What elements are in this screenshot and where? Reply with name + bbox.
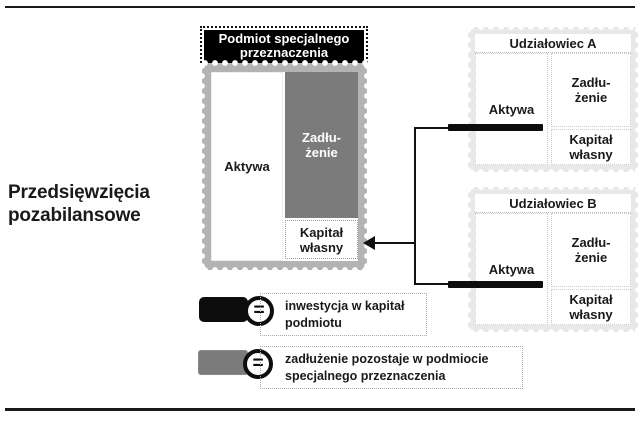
equals-icon: = [243,349,273,379]
equals-icon: = [244,296,274,326]
perforation-edge [465,25,471,174]
shareholder-a-equity-section: Kapitał własny [551,129,631,165]
bottom-rule [5,408,635,411]
spe-assets-section: Aktywa [211,72,283,261]
shareholder-b-assets-label: Aktywa [488,261,535,277]
perforation-edge [635,25,640,174]
top-rule [5,6,635,8]
legend-label-investment: inwestycja w kapitał podmiotu [260,293,427,336]
legend-swatch-investment [199,297,248,322]
shareholder-b-assets-section: Aktywa [475,213,548,325]
shareholder-a-debt-label: Zadłu- żenie [571,75,611,105]
shareholder-b-equity-label: Kapitał własny [569,292,613,322]
page-title-line: Przedsięwzięcia [8,182,150,203]
equity-investment-arrow [374,242,416,244]
shareholder-a-box: Udziałowiec A Aktywa Zadłu- żenie Kapita… [465,24,640,175]
page-title-line: pozabilansowe [8,205,141,226]
shareholder-a-equity-label: Kapitał własny [569,132,613,162]
perforation-edge [466,24,640,30]
investment-bar-b [448,281,543,288]
connector-line-to-b [414,283,450,285]
shareholder-a-title: Udziałowiec A [475,34,631,53]
perforation-edge [466,329,640,335]
spe-box: Aktywa Zadłu- żenie Kapitał własny [199,60,370,273]
perforation-edge [635,185,640,334]
shareholder-b-box: Udziałowiec B Aktywa Zadłu- żenie Kapita… [465,184,640,335]
spe-header-label: Podmiot specjalnego przeznaczenia [204,30,364,63]
perforation-edge [199,61,205,272]
shareholder-a-debt-section: Zadłu- żenie [551,53,631,127]
perforation-edge [466,169,640,175]
arrow-left-icon [363,236,375,250]
connector-vertical-line [414,127,416,285]
spe-debt-label: Zadłu- żenie [302,130,341,160]
shareholder-a-assets-label: Aktywa [488,101,535,117]
shareholder-a-assets-section: Aktywa [475,53,548,165]
legend-label-debt: zadłużenie pozostaje w podmiocie specjal… [260,346,523,389]
page-title: Przedsięwzięcia pozabilansowe [8,181,203,227]
spe-assets-label: Aktywa [224,159,270,174]
shareholder-b-title: Udziałowiec B [475,194,631,213]
perforation-edge [466,184,640,190]
shareholder-b-debt-section: Zadłu- żenie [551,213,631,287]
shareholder-b-equity-section: Kapitał własny [551,289,631,325]
spe-equity-section: Kapitał własny [285,220,358,259]
perforation-edge [200,267,369,273]
spe-header: Podmiot specjalnego przeznaczenia [200,26,368,67]
shareholder-b-debt-label: Zadłu- żenie [571,235,611,265]
spe-equity-label: Kapitał własny [299,224,344,255]
spe-debt-section: Zadłu- żenie [285,72,358,218]
investment-bar-a [448,124,543,131]
perforation-edge [465,185,471,334]
connector-line-to-a [414,127,450,129]
legend-swatch-debt [198,350,248,375]
